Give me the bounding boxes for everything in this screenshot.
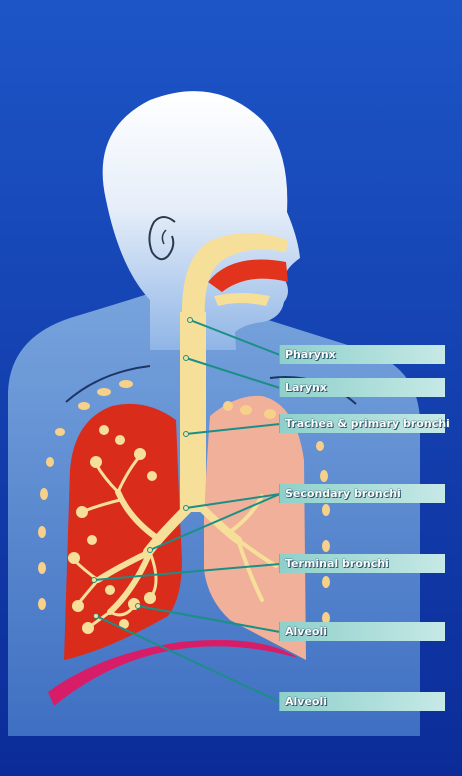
label-trachea: Trachea & primary bronchi (279, 414, 445, 433)
label-terminal-bronchi: Terminal bronchi (279, 554, 445, 573)
trachea (180, 312, 206, 512)
label-larynx: Larynx (279, 378, 445, 397)
label-alveoli-2: Alveoli (279, 692, 445, 711)
label-alveoli-1: Alveoli (279, 622, 445, 641)
label-secondary-bronchi: Secondary bronchi (279, 484, 445, 503)
label-pharynx: Pharynx (279, 345, 445, 364)
